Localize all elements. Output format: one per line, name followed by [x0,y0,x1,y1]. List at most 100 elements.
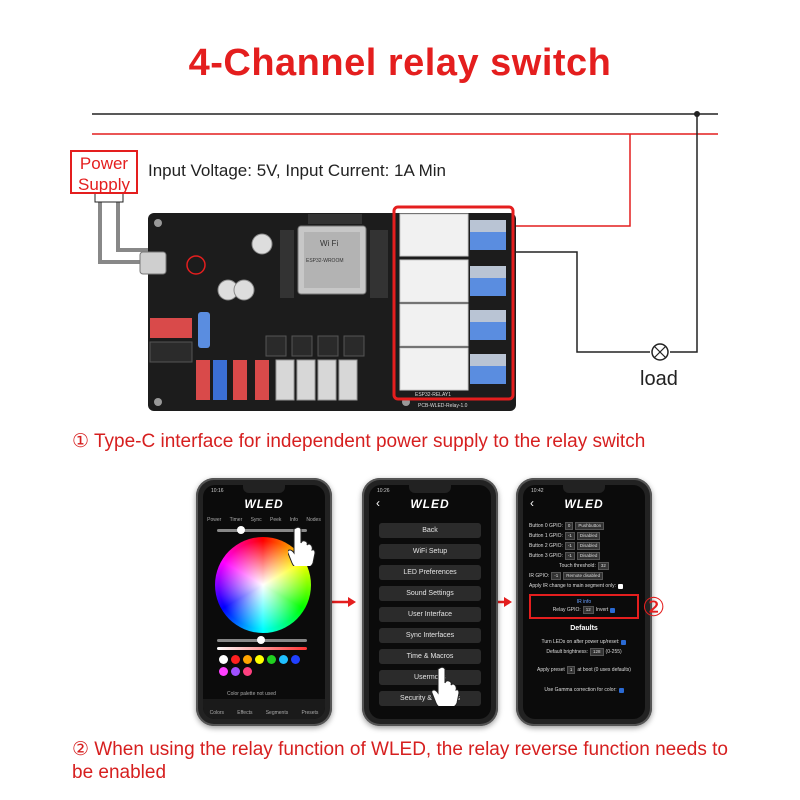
button-2-mode[interactable]: Disabled [576,542,601,550]
wled-logo: WLED [244,497,284,511]
ir-row: IR GPIO: -1 Remote disabled [529,571,639,581]
tab-timer[interactable]: Timer [229,517,243,523]
caption-relay-invert: ② When using the relay function of WLED,… [72,739,728,783]
button-1-mode[interactable]: Disabled [576,532,601,540]
relay-1 [399,213,469,257]
relay-highlight-box [392,205,515,401]
neutral-drop-wire [670,114,698,353]
relay-3 [399,303,469,347]
saturation-slider[interactable] [217,647,307,650]
relay-block [392,205,515,401]
type-c-highlight [186,255,206,275]
menu-sync-interfaces-button[interactable]: Sync Interfaces [379,628,481,643]
color-preset-dot[interactable] [255,655,264,664]
input-spec: Input Voltage: 5V, Input Current: 1A Min [148,161,447,180]
power-cable [98,194,148,264]
brightness-input[interactable]: 128 [590,648,604,656]
relay-gpio-input[interactable]: 12 [582,606,594,614]
back-arrow-icon[interactable]: ‹ [530,496,534,510]
color-presets [219,655,309,676]
turn-on-checkbox[interactable] [621,639,627,645]
touch-threshold-row: Touch threshold: 32 [529,561,639,571]
nav-presets[interactable]: Presets [301,710,319,716]
menu-led-preferences-button[interactable]: LED Preferences [379,565,481,580]
color-preset-dot[interactable] [279,655,288,664]
tab-peek[interactable]: Peek [270,517,282,523]
phone-colors-screen: 10:16 WLED Power Timer Sync Peek Info No… [203,485,325,719]
color-preset-dot[interactable] [219,667,228,676]
tab-info[interactable]: Info [289,517,299,523]
top-tabs: Power Timer Sync Peek Info Nodes [203,517,325,523]
live-to-relay-wire [500,134,631,227]
hand-pointer-icon [432,666,460,706]
power-supply-box: Power Supply [70,150,138,194]
nav-colors[interactable]: Colors [209,710,225,716]
arrow-1-icon [328,597,356,607]
relay-settings-highlight: IR info Relay GPIO: 12 Invert [529,594,639,619]
button-3-mode[interactable]: Disabled [576,552,601,560]
menu-wifi-setup-button[interactable]: WiFi Setup [379,544,481,559]
button-1-row: Button 1 GPIO: -1 Disabled [529,531,639,541]
load-label: load [640,368,678,390]
board-label: ESP32-RELAY1 [415,392,451,398]
nav-effects[interactable]: Effects [237,710,253,716]
phone-colors: 10:16 WLED Power Timer Sync Peek Info No… [196,478,332,726]
menu-user-interface-button[interactable]: User Interface [379,607,481,622]
apply-preset-row: Apply preset 1 at boot (0 uses defaults) [537,666,631,674]
relay-step-marker: ② [642,592,666,622]
button-0-pin[interactable]: 0 [564,522,574,530]
menu-sound-settings-button[interactable]: Sound Settings [379,586,481,601]
button-0-row: Button 0 GPIO: 0 Pushbutton [529,521,639,531]
gamma-checkbox[interactable] [618,687,624,693]
nav-segments[interactable]: Segments [265,710,289,716]
phone-led-screen: 10:42 ‹ WLED Button 0 GPIO: 0 Pushbutton… [523,485,645,719]
color-preset-dot[interactable] [231,667,240,676]
bottom-nav: Colors Effects Segments Presets [203,699,325,719]
button-2-row: Button 2 GPIO: -1 Disabled [529,541,639,551]
tab-power[interactable]: Power [207,517,222,523]
tab-sync[interactable]: Sync [250,517,262,523]
hand-pointer-icon [288,526,316,566]
apply-ir-checkbox[interactable] [618,583,623,589]
button-3-row: Button 3 GPIO: -1 Disabled [529,551,639,561]
brightness-row: Default brightness: 128 (0-255) [546,648,622,656]
relay-gpio-row: Relay GPIO: 12 Invert [531,605,637,615]
module-label: ESP32-WROOM [306,258,344,264]
led-settings: Button 0 GPIO: 0 Pushbutton Button 1 GPI… [529,521,639,695]
ir-mode[interactable]: Remote disabled [563,572,604,580]
ir-info-link[interactable]: IR info [576,598,592,605]
touch-threshold-input[interactable]: 32 [597,562,609,570]
gamma-row: Use Gamma correction for color: [529,685,639,695]
color-preset-dot[interactable] [291,655,300,664]
menu-usermods-button[interactable]: Usermods [379,670,481,685]
relay-2 [399,259,469,303]
defaults-heading: Defaults [570,625,598,632]
palette-note: Color palette not used [227,691,276,697]
relay-invert-checkbox[interactable] [610,607,616,613]
button-1-pin[interactable]: -1 [564,532,575,540]
color-preset-dot[interactable] [243,667,252,676]
white-slider[interactable] [217,636,307,644]
turn-on-row: Turn LEDs on after power up/reset: [529,637,639,647]
button-2-pin[interactable]: -1 [564,542,575,550]
phone-settings-screen: 10:26 ‹ WLED Back WiFi Setup LED Prefere… [369,485,491,719]
preset-input[interactable]: 1 [566,666,576,674]
ir-pin[interactable]: -1 [551,572,562,580]
wled-logo: WLED [410,497,450,511]
brightness-slider[interactable] [217,526,307,534]
color-preset-dot[interactable] [231,655,240,664]
page-title: 4-Channel relay switch [188,42,612,84]
color-preset-dot[interactable] [219,655,228,664]
menu-security-button[interactable]: Security & Updates [379,691,481,706]
button-3-pin[interactable]: -1 [564,552,575,560]
back-arrow-icon[interactable]: ‹ [376,496,380,510]
menu-back-button[interactable]: Back [379,523,481,538]
type-c-port [139,251,167,275]
button-0-mode[interactable]: Pushbutton [575,522,605,530]
color-preset-dot[interactable] [267,655,276,664]
phone-led-preferences: 10:42 ‹ WLED Button 0 GPIO: 0 Pushbutton… [516,478,652,726]
menu-time-macros-button[interactable]: Time & Macros [379,649,481,664]
tab-nodes[interactable]: Nodes [306,517,321,523]
color-preset-dot[interactable] [243,655,252,664]
